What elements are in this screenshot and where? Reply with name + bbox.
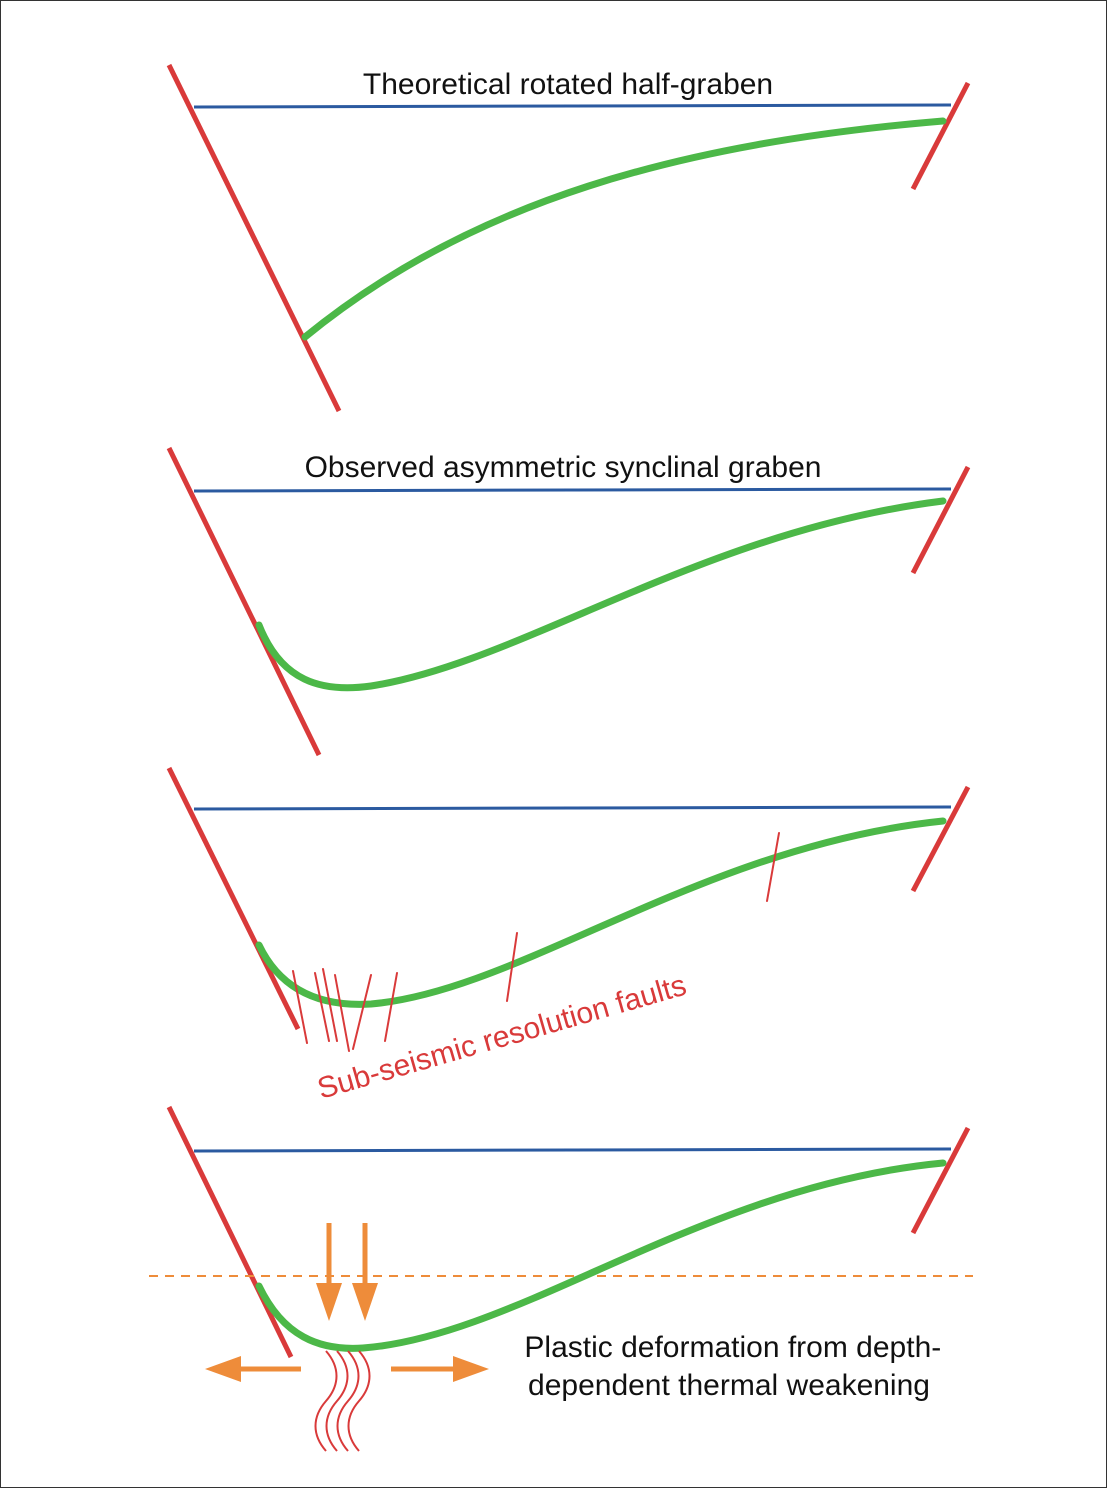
sub-seismic-fault (766, 832, 780, 902)
panel-2-title: Observed asymmetric synclinal graben (305, 451, 822, 484)
panel-1-theoretical-half-graben: Theoretical rotated half-graben (166, 63, 971, 413)
panel-1-antithetic-fault (910, 81, 971, 191)
panel-1-horizon-curve (301, 117, 947, 341)
sub-seismic-fault (314, 972, 330, 1042)
panel-3-antithetic-fault (910, 785, 971, 893)
down-arrow-icon (316, 1223, 342, 1321)
left-arrow-icon (205, 1356, 301, 1382)
panel-3-sub-seismic-faults: Sub-seismic resolution faults (166, 766, 971, 1106)
sub-seismic-fault (292, 970, 308, 1044)
panel-4-antithetic-fault (910, 1126, 971, 1235)
panel-4-surface-line (193, 1147, 952, 1153)
panel-2-main-fault (166, 446, 322, 757)
sub-seismic-fault-set (292, 832, 780, 1052)
panel-1-surface-line (193, 103, 952, 109)
down-arrow-icon (352, 1223, 378, 1321)
panel-2-antithetic-fault (910, 465, 971, 575)
panel-4-main-fault (166, 1105, 294, 1359)
sub-seismic-fault (352, 974, 372, 1050)
sub-seismic-faults-label: Sub-seismic resolution faults (314, 969, 690, 1106)
panel-3-horizon-curve (255, 817, 947, 1008)
panel-1-title: Theoretical rotated half-graben (363, 68, 773, 101)
sub-seismic-fault (322, 968, 338, 1042)
panel-3-main-fault (166, 766, 301, 1031)
panel-4-plastic-deformation: Plastic deformation from depth- dependen… (149, 1105, 973, 1452)
panel-4-horizon-curve (255, 1159, 947, 1352)
panel-2-horizon-curve (255, 497, 947, 692)
sub-seismic-fault (384, 972, 398, 1042)
plastic-deformation-label-line-2: dependent thermal weakening (528, 1369, 930, 1402)
sub-seismic-fault (334, 974, 350, 1052)
plastic-deformation-label: Plastic deformation from depth- dependen… (524, 1331, 949, 1402)
panel-2-observed-synclinal-graben: Observed asymmetric synclinal graben (166, 446, 971, 757)
plastic-flow-lines (314, 1350, 371, 1452)
panel-2-surface-line (193, 487, 952, 493)
right-arrow-icon (391, 1356, 489, 1382)
sub-seismic-fault (506, 932, 518, 1002)
panel-1-main-fault (166, 63, 342, 413)
plastic-deformation-label-line-1: Plastic deformation from depth- (524, 1331, 941, 1364)
panel-3-surface-line (193, 805, 952, 811)
